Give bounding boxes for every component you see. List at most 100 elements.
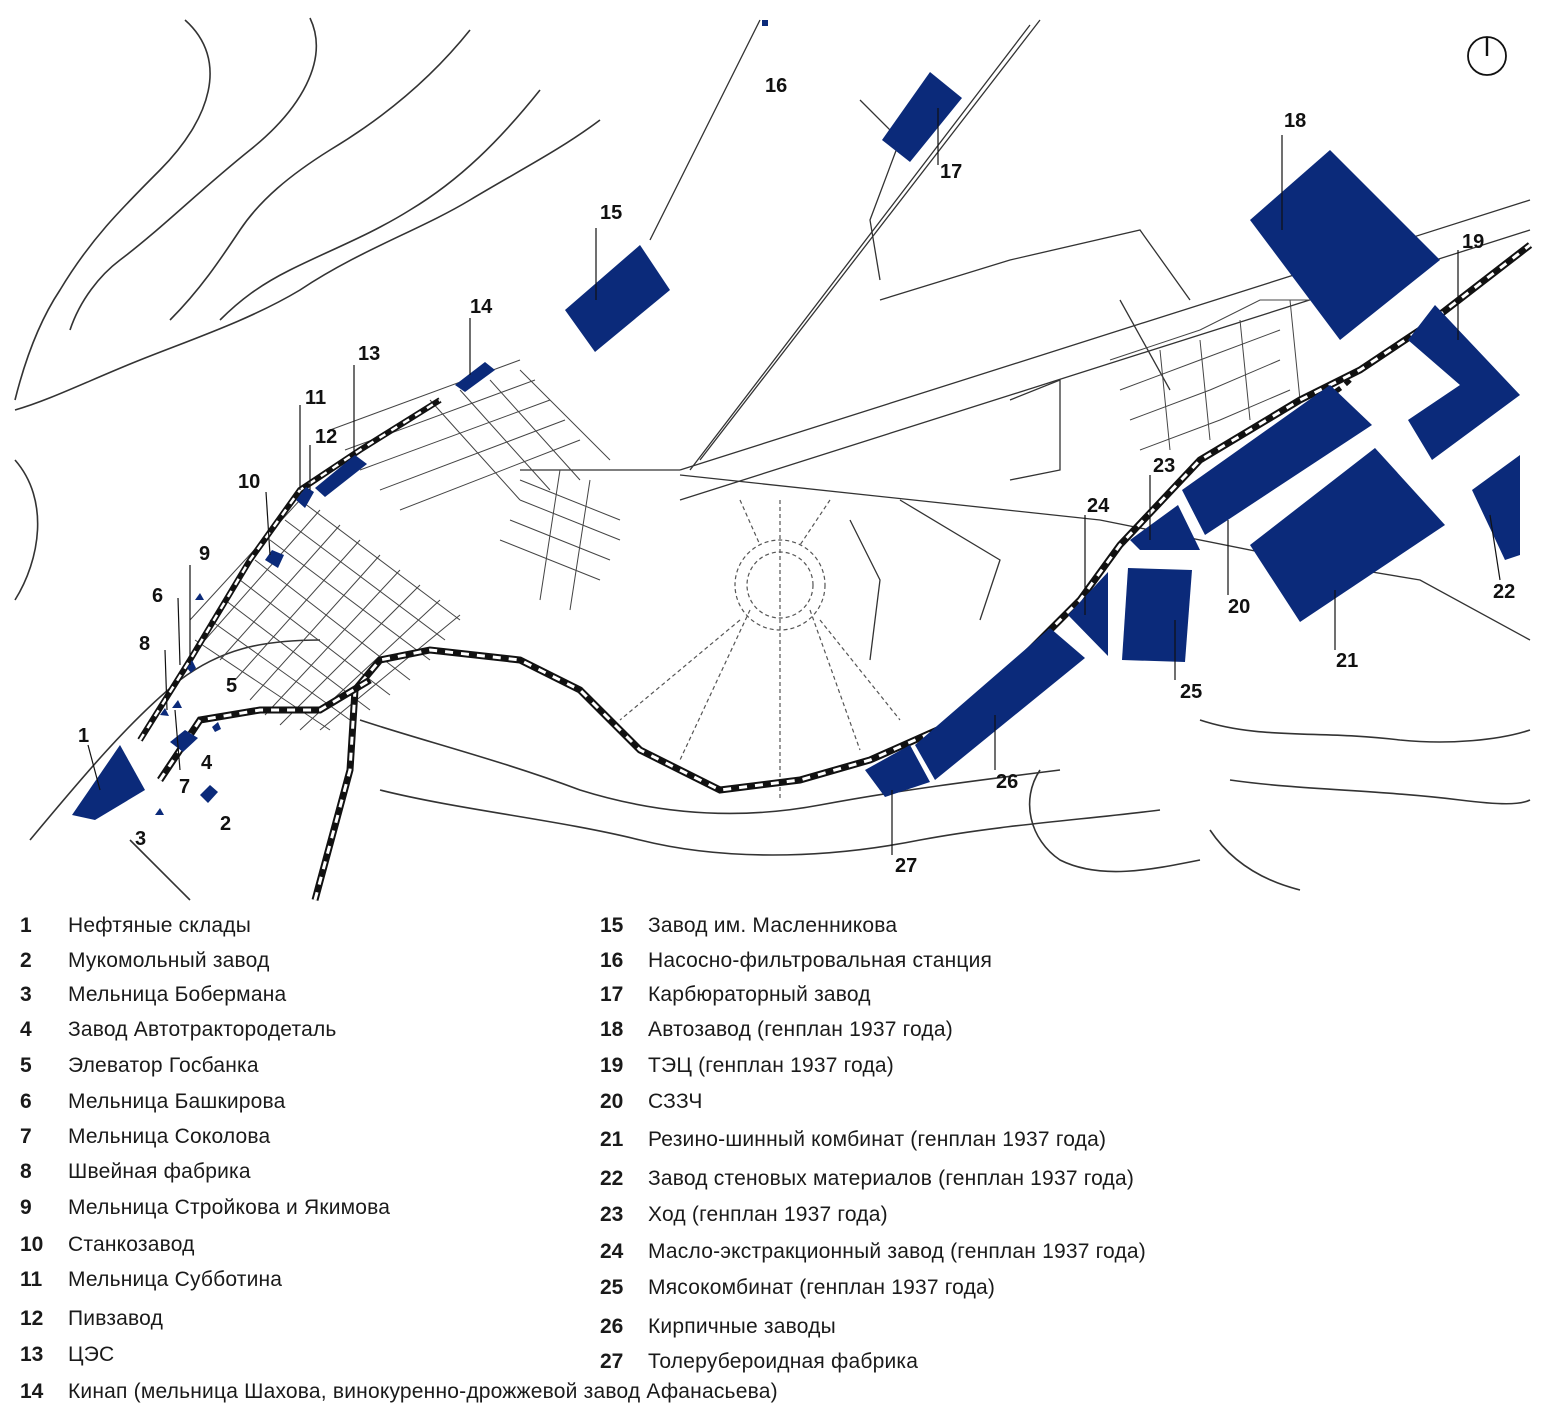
legend-item: 22 Завод стеновых материалов (генплан 193… bbox=[600, 1167, 1134, 1191]
city-map: 1 2 3 4 5 6 7 8 9 10 11 12 13 14 15 16 1… bbox=[14, 17, 1533, 901]
site-5-elevator bbox=[212, 722, 221, 732]
site-label: 6 bbox=[152, 585, 163, 607]
river-banks bbox=[14, 17, 1531, 901]
site-label: 8 bbox=[139, 633, 150, 655]
site-4-avtotraktorodetal bbox=[170, 730, 198, 752]
legend-label: Мукомольный завод bbox=[68, 949, 270, 972]
legend-number: 21 bbox=[600, 1128, 624, 1151]
legend-label: Мельница Стройкова и Якимова bbox=[68, 1196, 391, 1219]
site-label: 21 bbox=[1336, 650, 1358, 672]
legend-number: 27 bbox=[600, 1350, 624, 1373]
legend-number: 13 bbox=[20, 1343, 44, 1366]
legend-item: 8 Швейная фабрика bbox=[20, 1160, 251, 1184]
legend-item: 23 Ход (генплан 1937 года) bbox=[600, 1203, 888, 1227]
site-10-stankozavod bbox=[265, 550, 284, 568]
legend-item: 18 Автозавод (генплан 1937 года) bbox=[600, 1018, 953, 1042]
legend-number: 19 bbox=[600, 1054, 624, 1077]
site-label: 16 bbox=[765, 75, 787, 97]
site-label: 5 bbox=[226, 675, 237, 697]
legend-number: 18 bbox=[600, 1018, 624, 1041]
legend-label: Автозавод (генплан 1937 года) bbox=[648, 1018, 953, 1041]
site-labels: 1 2 3 4 5 6 7 8 9 10 11 12 13 14 15 16 1… bbox=[78, 75, 1515, 877]
legend-number: 6 bbox=[20, 1090, 32, 1113]
site-8-sewing-factory bbox=[160, 708, 169, 716]
legend-number: 5 bbox=[20, 1054, 32, 1077]
legend-label: ЦЭС bbox=[68, 1343, 115, 1366]
site-label: 9 bbox=[199, 543, 210, 565]
legend-label: Кирпичные заводы bbox=[648, 1315, 836, 1338]
site-label: 26 bbox=[996, 771, 1018, 793]
legend-number: 23 bbox=[600, 1203, 624, 1226]
legend-item: 4 Завод Автотрактородеталь bbox=[20, 1018, 337, 1042]
site-label: 11 bbox=[305, 387, 326, 409]
legend-label: Завод Автотрактородеталь bbox=[68, 1018, 337, 1041]
circular-plan bbox=[619, 499, 901, 800]
north-arrow-icon bbox=[1467, 36, 1507, 76]
site-1-oil-depots bbox=[72, 745, 145, 820]
site-label: 15 bbox=[600, 202, 622, 224]
legend-label: Завод стеновых материалов (генплан 1937 … bbox=[648, 1167, 1135, 1190]
legend-number: 4 bbox=[20, 1018, 32, 1041]
site-22-wall-materials bbox=[1472, 455, 1520, 560]
site-18-autoplant bbox=[1250, 150, 1440, 340]
legend-label: Мельница Бобермана bbox=[68, 983, 287, 1006]
legend-label: Ход (генплан 1937 года) bbox=[648, 1203, 888, 1226]
legend-label: Масло-экстракционный завод (генплан 1937… bbox=[648, 1240, 1146, 1263]
site-label: 12 bbox=[315, 426, 337, 448]
site-label: 10 bbox=[238, 471, 260, 493]
legend-number: 20 bbox=[600, 1090, 624, 1113]
legend-label: Резино-шинный комбинат (генплан 1937 год… bbox=[648, 1128, 1107, 1151]
legend-label: Швейная фабрика bbox=[68, 1160, 251, 1183]
legend-number: 25 bbox=[600, 1276, 624, 1299]
site-17-carburetor-plant bbox=[882, 72, 962, 162]
site-label: 14 bbox=[470, 296, 493, 318]
site-16-pump-station bbox=[762, 20, 768, 26]
legend-number: 11 bbox=[20, 1268, 43, 1291]
legend-number: 2 bbox=[20, 949, 32, 972]
site-label: 7 bbox=[179, 776, 190, 798]
site-6-bashkirov-mill bbox=[187, 660, 196, 673]
legend-item: 20 СЗЗЧ bbox=[600, 1090, 703, 1114]
site-label: 23 bbox=[1153, 455, 1175, 477]
site-25-meat-plant bbox=[1122, 568, 1192, 662]
site-label: 2 bbox=[220, 813, 231, 835]
legend-item: 10 Станкозавод bbox=[20, 1233, 195, 1257]
legend-label: Мясокомбинат (генплан 1937 года) bbox=[648, 1276, 996, 1299]
residential-quarter bbox=[1109, 299, 1310, 451]
legend-number: 22 bbox=[600, 1167, 624, 1190]
legend-number: 8 bbox=[20, 1160, 32, 1183]
site-24-oil-extraction bbox=[1068, 572, 1108, 656]
site-7-sokolov-mill bbox=[172, 700, 182, 708]
site-label: 3 bbox=[135, 828, 146, 850]
site-11-subbotin-mill bbox=[296, 487, 314, 508]
legend-item: 13 ЦЭС bbox=[20, 1343, 114, 1367]
site-label: 27 bbox=[895, 855, 917, 877]
leader-lines bbox=[87, 108, 1501, 855]
legend-label: Мельница Субботина bbox=[68, 1268, 283, 1291]
legend-number: 24 bbox=[600, 1240, 624, 1263]
site-14-kinap bbox=[455, 362, 495, 392]
legend-item: 21 Резино-шинный комбинат (генплан 1937 г… bbox=[600, 1128, 1106, 1152]
legend-label: ТЭЦ (генплан 1937 года) bbox=[648, 1054, 894, 1077]
site-26-brick-plants bbox=[915, 628, 1085, 780]
site-2-flour-mill bbox=[200, 785, 218, 803]
legend-label: Нефтяные склады bbox=[68, 914, 252, 937]
legend-number: 10 bbox=[20, 1233, 44, 1256]
site-15-maslennikov-plant bbox=[565, 245, 670, 352]
legend-label: СЗЗЧ bbox=[648, 1090, 703, 1113]
site-9-stroikov-mill bbox=[195, 593, 204, 600]
legend-label: Станкозавод bbox=[68, 1233, 195, 1256]
site-19-tec bbox=[1408, 305, 1520, 460]
site-label: 18 bbox=[1284, 110, 1306, 132]
